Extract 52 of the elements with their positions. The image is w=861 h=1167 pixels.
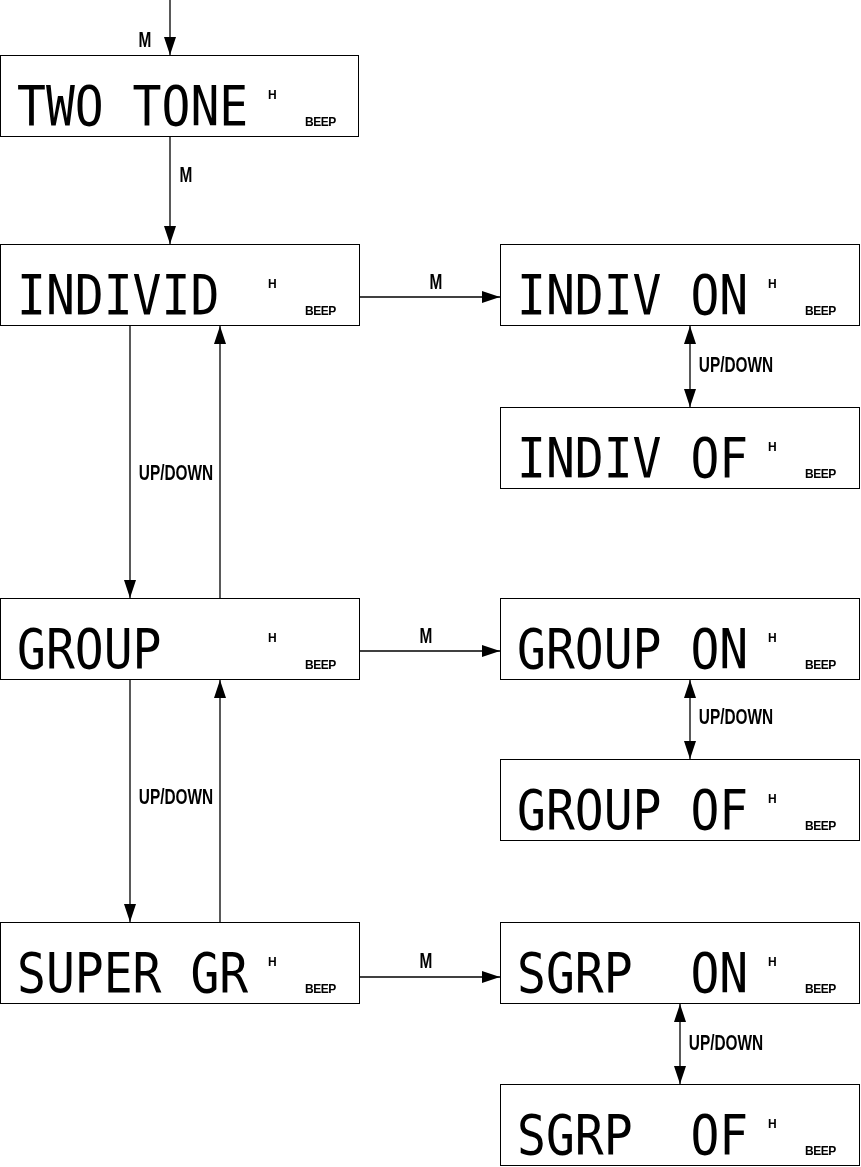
- beep-indicator: BEEP: [305, 983, 336, 995]
- lcd-display-box: [500, 759, 860, 841]
- display-text: GROUP OF: [517, 782, 749, 838]
- arrow: [214, 679, 226, 923]
- arrow: [684, 325, 696, 408]
- arrow: [674, 1003, 686, 1085]
- display-text: SGRP OF: [517, 1107, 749, 1163]
- display-text: TWO TONE: [17, 78, 249, 134]
- beep-indicator: BEEP: [305, 116, 336, 128]
- arrow: [359, 971, 501, 983]
- display-text: SUPER GR: [17, 945, 249, 1001]
- lcd-display-box: [0, 244, 360, 326]
- display-text: INDIVID: [17, 267, 220, 323]
- mode-indicator: H: [768, 632, 777, 644]
- lcd-display-box: [0, 598, 360, 680]
- arrow: [214, 325, 226, 599]
- mode-indicator: H: [768, 441, 777, 453]
- beep-indicator: BEEP: [805, 468, 836, 480]
- lcd-display-box: [500, 407, 860, 489]
- lcd-display-box: [500, 1084, 860, 1166]
- beep-indicator: BEEP: [805, 659, 836, 671]
- beep-indicator: BEEP: [805, 305, 836, 317]
- lcd-display-box: [0, 922, 360, 1004]
- lcd-display-box: [500, 244, 860, 326]
- arrow: [359, 645, 501, 657]
- mode-indicator: H: [768, 278, 777, 290]
- arrow: [124, 679, 136, 923]
- mode-indicator: H: [268, 278, 277, 290]
- display-text: INDIV ON: [517, 267, 749, 323]
- mode-indicator: H: [768, 956, 777, 968]
- mode-indicator: H: [268, 89, 277, 101]
- arrow: [359, 291, 501, 303]
- beep-indicator: BEEP: [305, 659, 336, 671]
- arrow: [164, 136, 176, 245]
- beep-indicator: BEEP: [805, 820, 836, 832]
- lcd-display-box: [500, 598, 860, 680]
- arrow: [124, 325, 136, 599]
- mode-indicator: H: [268, 632, 277, 644]
- display-text: INDIV OF: [517, 430, 749, 486]
- mode-indicator: H: [768, 1118, 777, 1130]
- arrow: [164, 0, 176, 56]
- arrow: [684, 679, 696, 760]
- display-text: GROUP: [17, 621, 162, 677]
- lcd-display-box: [500, 922, 860, 1004]
- display-text: SGRP ON: [517, 945, 749, 1001]
- beep-indicator: BEEP: [805, 983, 836, 995]
- mode-indicator: H: [268, 956, 277, 968]
- lcd-display-box: [0, 55, 359, 137]
- display-text: GROUP ON: [517, 621, 749, 677]
- mode-indicator: H: [768, 793, 777, 805]
- beep-indicator: BEEP: [305, 305, 336, 317]
- beep-indicator: BEEP: [805, 1145, 836, 1157]
